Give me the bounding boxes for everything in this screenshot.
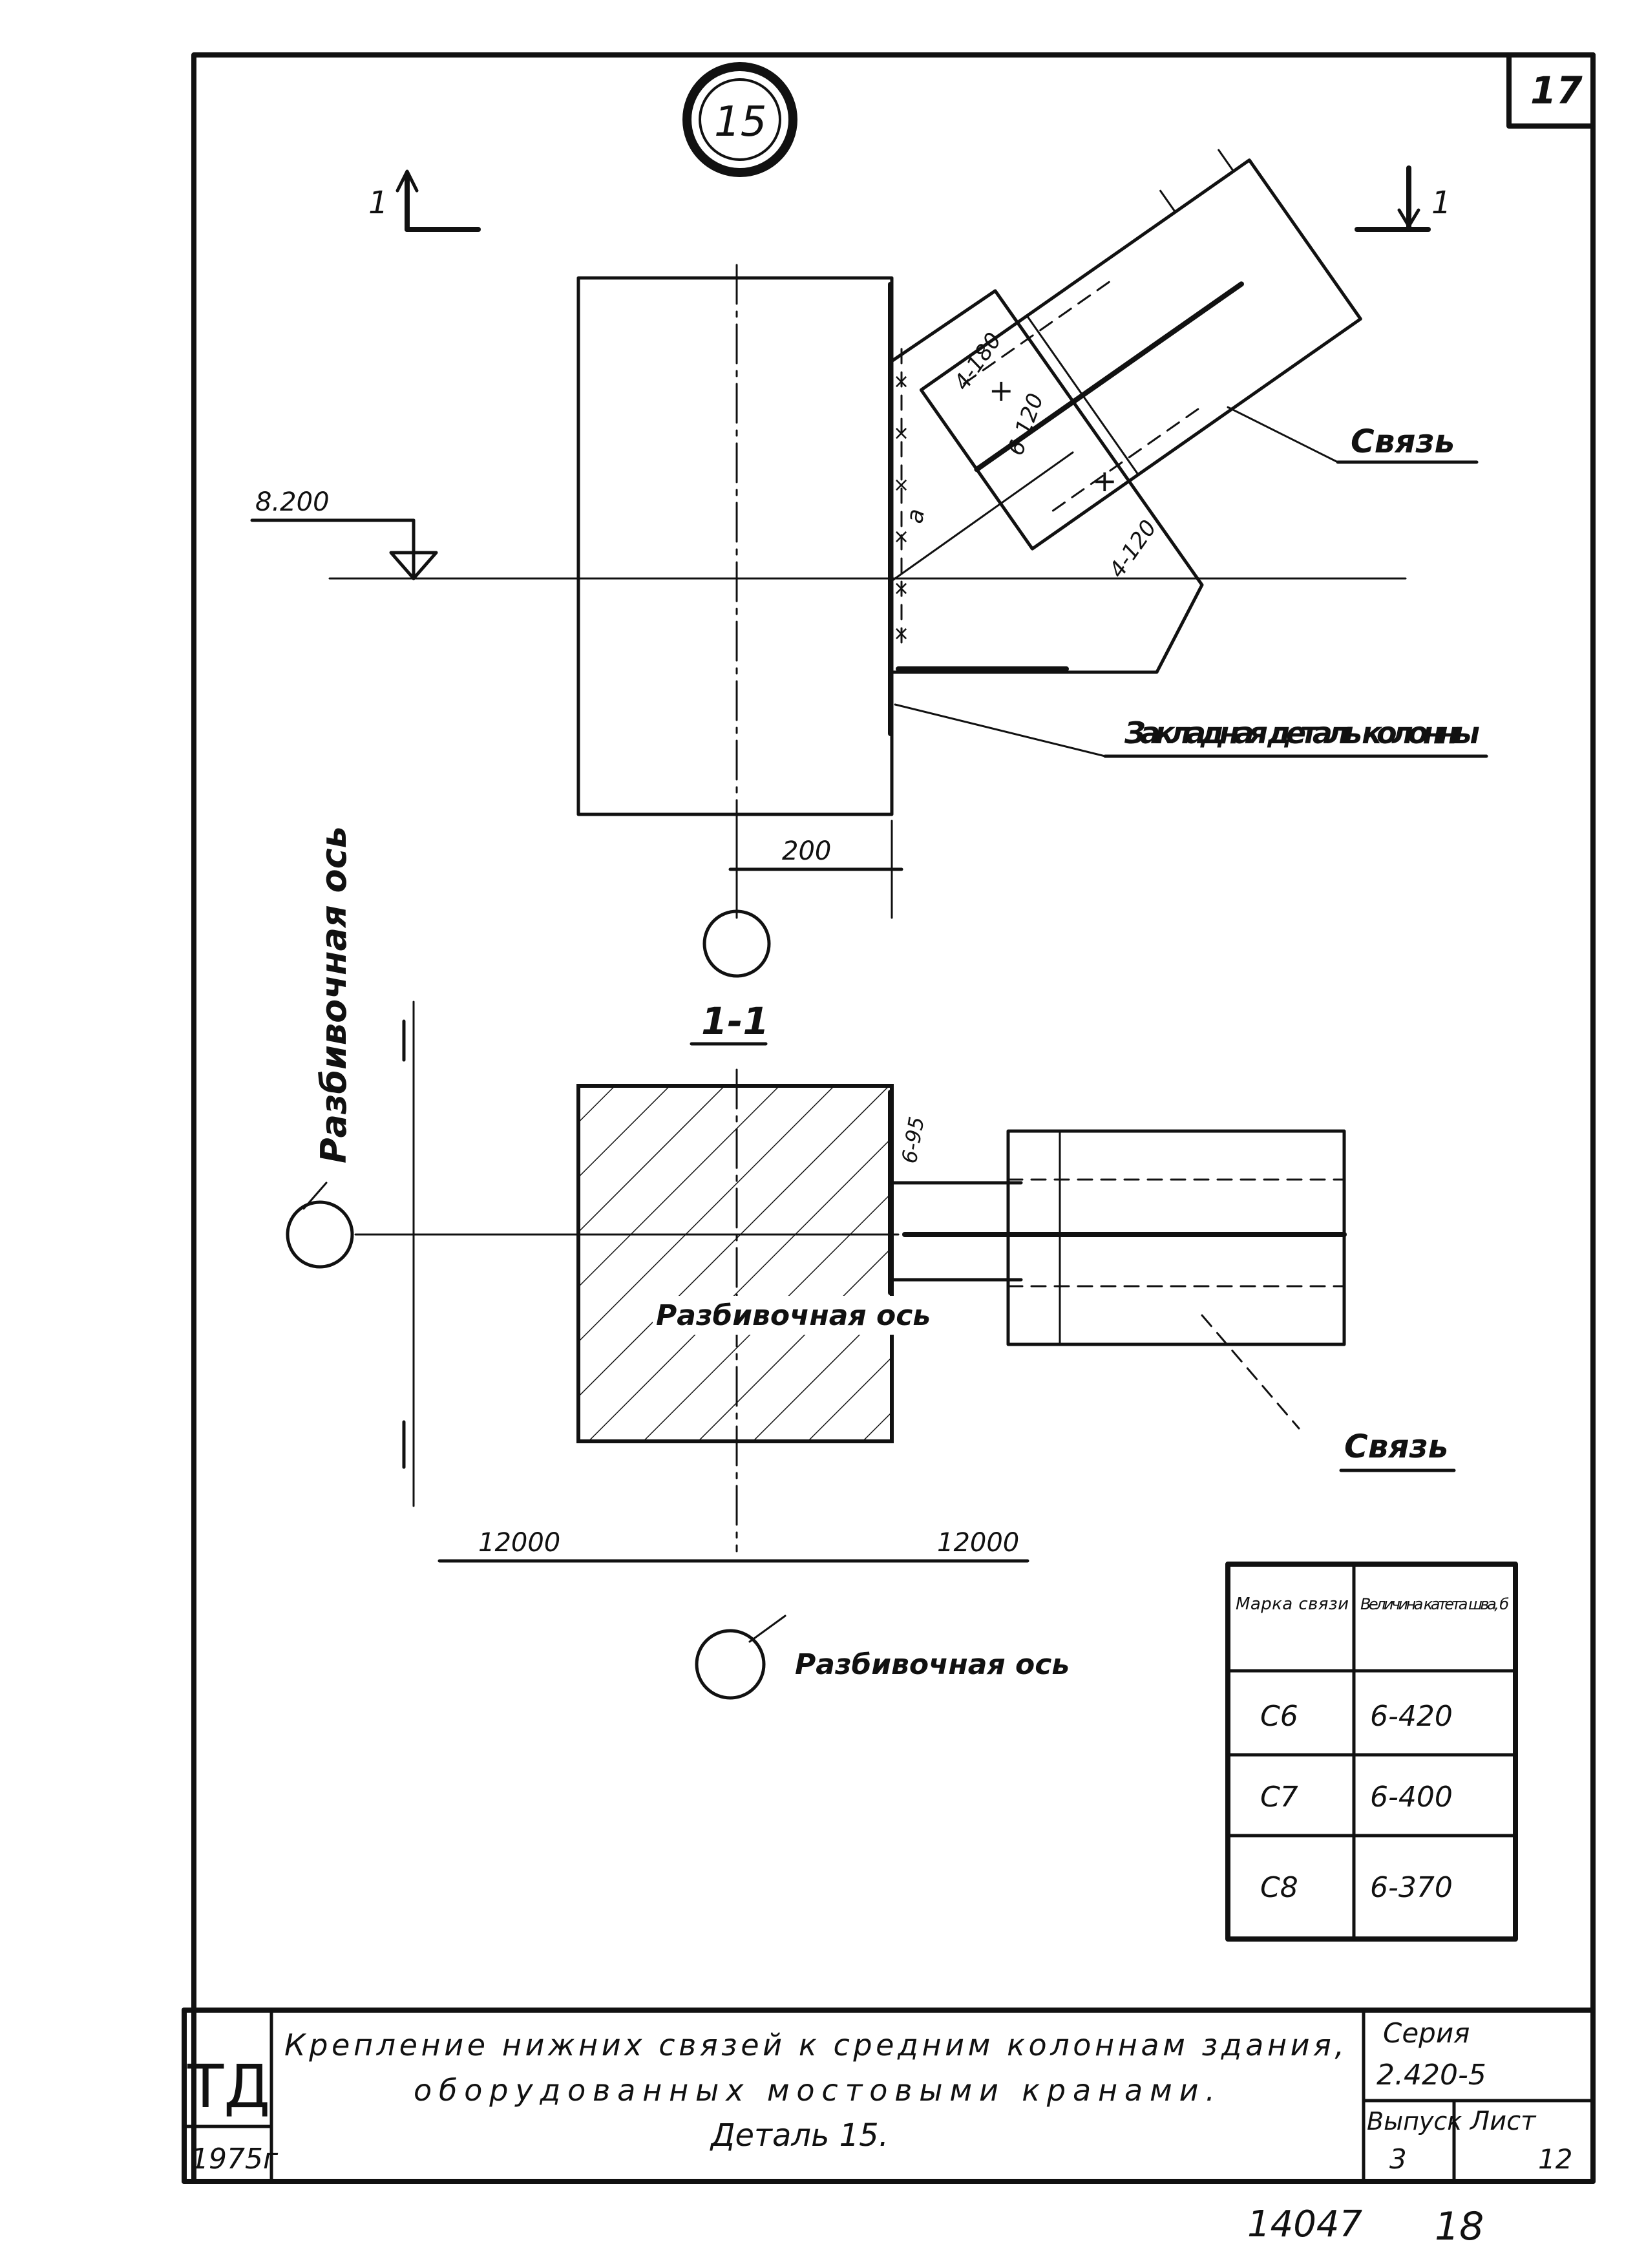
title-year: 1975г	[191, 2143, 279, 2176]
axis-label-bottom: Разбивочная ось	[795, 1648, 1070, 1681]
leader-embedded-detail: Закладная деталь колонны	[894, 703, 1488, 758]
column-section	[576, 1068, 894, 1553]
weld-table: Марка связи Величина катета шва, б С6 6-…	[1225, 1562, 1518, 1942]
bracing-section	[890, 1129, 1347, 1346]
table-cell-r1c1: С6	[1260, 1700, 1298, 1733]
title-line-3: Деталь 15.	[710, 2117, 889, 2154]
svg-text:×: ×	[893, 422, 909, 445]
leader-svyaz-top: Связь	[1227, 406, 1479, 464]
section-title: 1-1	[701, 999, 769, 1043]
elevation-mark: 8.200	[250, 487, 438, 580]
title-line-1: Крепление нижних связей к средним колонн…	[284, 2028, 1344, 2062]
svg-text:+: +	[1092, 463, 1117, 498]
table-header-mark-1: Марка связи	[1236, 1595, 1349, 1614]
vertical-axis-left	[402, 1001, 415, 1507]
series-value: 2.420-5	[1377, 2059, 1486, 2092]
column-elevation: × × × × × × a	[576, 264, 930, 867]
label-svyaz-bottom: Связь	[1344, 1428, 1448, 1465]
dimension-200-value: 200	[782, 836, 831, 866]
leader-svyaz-bottom: Связь	[1201, 1314, 1456, 1472]
gusset-plate	[889, 289, 1204, 674]
footer-page: 18	[1435, 2204, 1484, 2249]
dimension-200: 200	[728, 820, 903, 919]
svg-text:×: ×	[893, 474, 909, 496]
dimension-12000: 12000 12000	[438, 1528, 1029, 1563]
table-cell-r3c2: 6-370	[1370, 1871, 1453, 1904]
dim-12000-right: 12000	[937, 1528, 1019, 1558]
series-label: Серия	[1383, 2017, 1470, 2049]
axis-bubble-top	[702, 909, 771, 978]
detail-marker-number: 15	[714, 98, 766, 146]
table-cell-r3c1: С8	[1260, 1871, 1298, 1904]
sheet-label: Лист	[1469, 2106, 1537, 2136]
axis-bubble-bottom	[695, 1629, 766, 1700]
svg-text:×: ×	[893, 370, 909, 393]
dim-12000-left: 12000	[478, 1528, 560, 1558]
table-cell-r2c2: 6-400	[1370, 1781, 1453, 1814]
weld-label-6-95: 6-95	[897, 1115, 929, 1165]
axis-bubble-left	[286, 1200, 354, 1269]
svg-text:×: ×	[893, 622, 909, 645]
svg-text:1: 1	[1431, 185, 1451, 221]
svg-text:×: ×	[893, 577, 909, 600]
title-line-2: оборудованных мостовыми кранами.	[414, 2073, 1215, 2108]
axis-label-inside: Разбивочная ось	[656, 1299, 931, 1332]
issue-label: Выпуск	[1367, 2107, 1462, 2136]
sheet-value: 12	[1538, 2143, 1572, 2175]
svg-text:1: 1	[368, 185, 388, 221]
corner-sheet-number: 17	[1530, 69, 1583, 112]
section-mark-right: 1	[1355, 165, 1451, 232]
title-block: ТД 1975г Крепление нижних связей к средн…	[182, 2008, 1596, 2184]
weld-label-a: a	[902, 507, 930, 525]
detail-marker: 15	[682, 62, 797, 177]
label-embedded-detail: Закладная деталь колонны	[1124, 715, 1480, 750]
weld-label-4-120: 4-120	[1104, 516, 1161, 583]
section-mark-left: 1	[368, 169, 481, 232]
table-cell-r2c1: С7	[1260, 1781, 1298, 1814]
elevation-value: 8.200	[255, 487, 330, 517]
logo-td: ТД	[187, 2052, 270, 2121]
axis-label-vertical: Разбивочная ось	[313, 826, 354, 1163]
corner-sheet-box	[1506, 52, 1596, 129]
issue-value: 3	[1389, 2143, 1407, 2175]
table-header-weld: Величина катета шва, б	[1360, 1595, 1509, 1613]
svg-text:×: ×	[893, 525, 909, 548]
svg-text:+: +	[989, 373, 1014, 408]
bracing-member	[919, 149, 1362, 551]
label-svyaz-top: Связь	[1351, 423, 1455, 460]
footer-number: 14047	[1247, 2203, 1363, 2245]
table-cell-r1c2: 6-420	[1370, 1700, 1453, 1733]
